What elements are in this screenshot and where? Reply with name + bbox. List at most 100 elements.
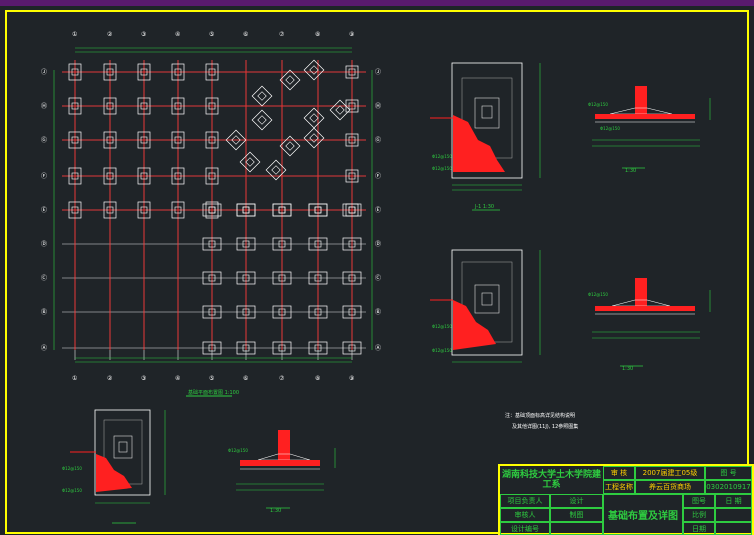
axis-label-bottom: ⑧ xyxy=(315,375,320,382)
axis-label-top: ③ xyxy=(141,31,146,38)
footing-detail-section-2: Φ12@150 1:30 xyxy=(588,278,711,372)
tb-date: 日期 xyxy=(683,522,715,535)
footing-pad xyxy=(342,305,362,319)
axis-label-bottom: ⑤ xyxy=(209,375,214,382)
footing-pad xyxy=(68,131,82,149)
footing-detail-section-3: Φ12@150 1:30 xyxy=(228,430,336,514)
footing-detail-section-1: Φ12@150 Φ12@150 1:30 xyxy=(588,86,711,174)
footing-pad xyxy=(171,97,185,115)
footing-pad xyxy=(103,167,117,185)
axis-label-bottom: ④ xyxy=(175,375,180,382)
title-block: 湖南科技大学土木学院建工系 审 核 工程名称 2007届建工05级 养云百货商场… xyxy=(498,464,754,535)
footing-detail-plan-2: Φ12@150 Φ12@150 xyxy=(430,249,541,363)
axis-label-bottom: ⑥ xyxy=(243,375,248,382)
footing-pad xyxy=(308,305,328,319)
footing-pad xyxy=(103,63,117,81)
footing-pad xyxy=(236,203,256,217)
footing-pad xyxy=(171,63,185,81)
footing-pad xyxy=(202,341,222,355)
drawing-border xyxy=(5,10,749,534)
footing-pad xyxy=(205,167,219,185)
footing-pad xyxy=(68,63,82,81)
tb-project-leader: 项目负责人 xyxy=(500,494,550,508)
axis-label-right: Ⓙ xyxy=(375,68,381,76)
footing-pad xyxy=(239,151,261,173)
footing-pad xyxy=(308,203,328,217)
axis-label-bottom: ② xyxy=(107,375,113,382)
axis-label-right: Ⓑ xyxy=(375,308,381,316)
axis-label-left: Ⓓ xyxy=(41,240,47,248)
axis-label-left: Ⓙ xyxy=(41,68,47,76)
footing-pad xyxy=(345,133,359,147)
footing-pad xyxy=(265,159,287,181)
axis-label-right: Ⓕ xyxy=(375,172,381,180)
tb-sheet-label: 图 号 xyxy=(705,466,752,480)
svg-text:Φ12@150: Φ12@150 xyxy=(62,466,82,471)
tb-date-label: 日 期 xyxy=(715,494,752,508)
axis-label-right: Ⓓ xyxy=(375,240,381,248)
footing-pad xyxy=(205,97,219,115)
svg-text:Φ12@150: Φ12@150 xyxy=(588,292,608,297)
tb-drafter: 制图 xyxy=(550,508,603,522)
footing-pad xyxy=(171,201,185,219)
svg-text:Φ12@150: Φ12@150 xyxy=(62,488,82,493)
footing-pad xyxy=(308,341,328,355)
footing-pad xyxy=(205,131,219,149)
axis-label-left: Ⓕ xyxy=(41,172,47,180)
axis-label-bottom: ③ xyxy=(141,375,146,382)
footing-pad xyxy=(171,167,185,185)
axis-label-bottom: ① xyxy=(72,375,77,382)
footing-pad xyxy=(329,99,351,121)
svg-text:J-1 1:30: J-1 1:30 xyxy=(474,204,494,210)
footing-pad xyxy=(236,305,256,319)
footing-pad xyxy=(202,237,222,251)
footing-pad xyxy=(308,237,328,251)
axis-label-top: ⑤ xyxy=(209,31,214,38)
footing-pad xyxy=(137,63,151,81)
general-notes: 注：基础顶面标高详见结构说明 及其他详图(11J), 12参照图集 xyxy=(505,412,578,430)
footing-pad xyxy=(202,271,222,285)
footing-detail-plan-3: Φ12@150 Φ12@150 xyxy=(62,409,166,524)
axis-label-top: ④ xyxy=(175,31,180,38)
axis-label-right: Ⓔ xyxy=(375,206,381,214)
tb-gongcheng: 工程名称 xyxy=(603,480,635,494)
axis-label-left: Ⓖ xyxy=(41,136,47,144)
footing-pad xyxy=(345,169,359,183)
axis-label-top: ⑨ xyxy=(349,31,354,38)
tb-drawing-no: 图号 xyxy=(683,494,715,508)
footing-pad xyxy=(272,237,292,251)
footing-pad xyxy=(103,97,117,115)
footing-pad xyxy=(103,201,117,219)
footing-pad xyxy=(345,65,359,79)
svg-text:Φ12@150: Φ12@150 xyxy=(432,166,452,171)
tb-drawing-id: 0302010917 xyxy=(705,480,752,494)
svg-text:1:30: 1:30 xyxy=(625,168,636,174)
footing-pad xyxy=(137,97,151,115)
footing-pad xyxy=(251,85,273,107)
svg-text:1:30: 1:30 xyxy=(270,508,281,514)
footing-pad xyxy=(137,131,151,149)
footing-pad xyxy=(272,305,292,319)
footing-pad xyxy=(68,201,82,219)
footing-pad xyxy=(68,97,82,115)
axis-label-bottom: ⑨ xyxy=(349,375,354,382)
svg-text:Φ12@150: Φ12@150 xyxy=(432,324,452,329)
axis-label-left: Ⓔ xyxy=(41,206,47,214)
svg-text:1:30: 1:30 xyxy=(622,366,633,372)
axis-label-right: Ⓐ xyxy=(375,344,381,352)
footing-pad xyxy=(202,305,222,319)
tb-drawing-title: 基础布置及详图 xyxy=(603,494,683,535)
footing-pad xyxy=(68,167,82,185)
tb-project-name: 养云百货商场 xyxy=(635,480,705,494)
footing-pad xyxy=(303,59,325,81)
tb-design-no: 设计编号 xyxy=(500,522,550,535)
axis-label-bottom: ⑦ xyxy=(279,375,285,382)
school-name: 湖南科技大学土木学院建工系 xyxy=(500,466,604,495)
footing-pad xyxy=(279,135,301,157)
footing-pad xyxy=(236,237,256,251)
svg-text:Φ12@150: Φ12@150 xyxy=(432,348,452,353)
axis-label-left: Ⓑ xyxy=(41,308,47,316)
footing-pad xyxy=(342,271,362,285)
